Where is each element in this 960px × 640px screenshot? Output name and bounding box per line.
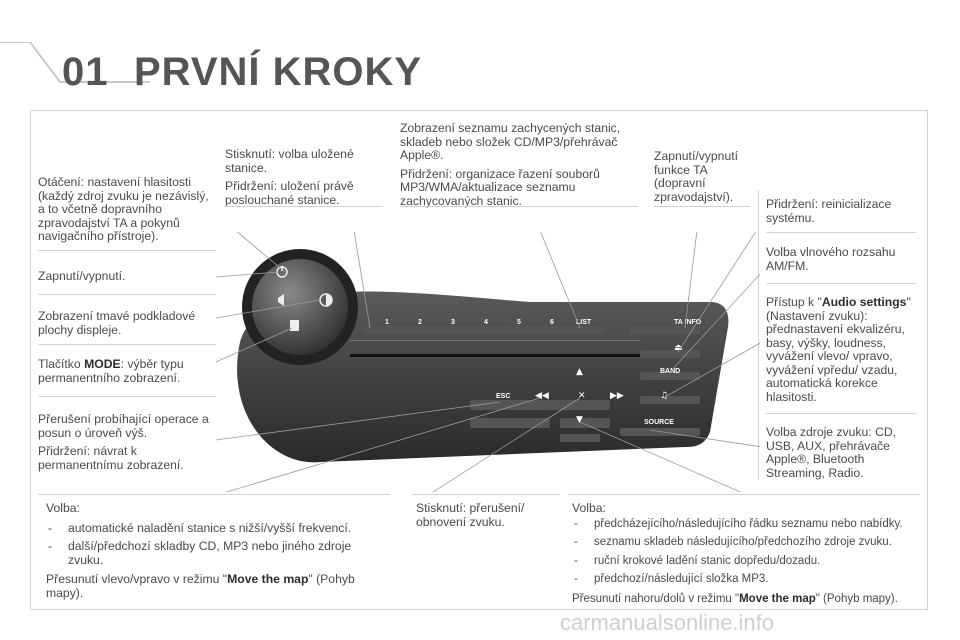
page-title: PRVNÍ KROKY [134, 50, 423, 94]
preset-label: 2 [418, 319, 422, 326]
leader-lines [215, 232, 760, 492]
preset-label: 1 [385, 319, 389, 326]
cd-slot [350, 354, 640, 357]
divider [38, 396, 216, 397]
chapter-number: 01 [62, 50, 109, 94]
divider [766, 413, 916, 414]
radio-panel-illustration: 1 2 3 4 5 6 LIST TA INFO BAND ESC SOURCE… [215, 232, 760, 492]
callout-list: Zobrazení seznamu zachycených stanic, sk… [400, 121, 621, 208]
divider [38, 344, 216, 345]
ta-info-label: TA INFO [674, 319, 702, 326]
chapter-tab [0, 42, 150, 83]
divider [654, 206, 750, 207]
callout-seek: Volba: automatické naladění stanice s ni… [46, 501, 386, 600]
mute-icon: ✕ [578, 391, 586, 401]
divider [412, 494, 560, 495]
seek-back-icon: ◀◀ [535, 391, 549, 401]
divider [400, 206, 638, 207]
down-arrow-icon: ▼ [576, 415, 583, 425]
list-item: seznamu skladeb následujícího/předchozíh… [572, 536, 922, 550]
callout-volume: Otáčení: nastavení hlasitosti (každý zdr… [38, 175, 209, 243]
speaker-icon [278, 294, 284, 306]
preset-label: 5 [517, 319, 521, 326]
callout-power: Zapnutí/vypnutí. [38, 269, 126, 283]
divider [38, 294, 216, 295]
seek-forward-icon: ▶▶ [610, 391, 624, 401]
callout-navigate: Volba: předcházejícího/následujícího řád… [572, 501, 922, 606]
preset-label: 4 [484, 319, 488, 326]
preset-label: 6 [550, 319, 554, 326]
list-item: automatické naladění stanice s nižší/vyš… [46, 521, 386, 536]
source-label: SOURCE [644, 419, 674, 426]
esc-label: ESC [496, 393, 510, 400]
divider [568, 494, 920, 495]
watermark: carmanualsonline.info [560, 610, 775, 635]
eject-icon: ⏏ [674, 343, 683, 353]
list-item: další/předchozí skladby CD, MP3 nebo jin… [46, 539, 386, 567]
callout-ta: Zapnutí/vypnutí funkce TA (dopravní zpra… [654, 149, 739, 204]
preset-label: 3 [451, 319, 455, 326]
mode-icon [290, 320, 299, 331]
callout-reset: Přidržení: reinicializace systému. [766, 197, 892, 225]
list-label: LIST [576, 319, 592, 326]
divider [225, 206, 383, 207]
volume-knob [252, 259, 348, 355]
callout-band: Volba vlnového rozsahu AM/FM. [766, 245, 896, 273]
callout-source: Volba zdroje zvuku: CD, USB, AUX, přehrá… [766, 425, 897, 480]
list-item: ruční krokové ladění stanic dopředu/doza… [572, 555, 922, 569]
callout-esc: Přerušení probíhající operace a posun o … [38, 412, 209, 472]
list-item: předcházejícího/následujícího řádku sezn… [572, 518, 922, 532]
up-arrow-icon: ▲ [576, 367, 583, 377]
callout-audio-settings: Přístup k "Audio settings" (Nastavení zv… [766, 295, 911, 404]
audio-settings-icon: ♫ [660, 391, 668, 401]
divider [758, 190, 759, 480]
callout-mute: Stisknutí: přerušení/ obnovení zvuku. [416, 501, 525, 529]
divider [766, 283, 916, 284]
callout-mode: Tlačítko MODE: výběr typu permanentního … [38, 357, 184, 385]
list-item: předchozí/následující složka MP3. [572, 573, 922, 587]
divider [38, 494, 390, 495]
callout-presets: Stisknutí: volba uložené stanice. Přidrž… [225, 147, 354, 207]
callout-dark-display: Zobrazení tmavé podkladové plochy disple… [38, 309, 196, 337]
divider [38, 250, 216, 251]
divider [766, 232, 916, 233]
